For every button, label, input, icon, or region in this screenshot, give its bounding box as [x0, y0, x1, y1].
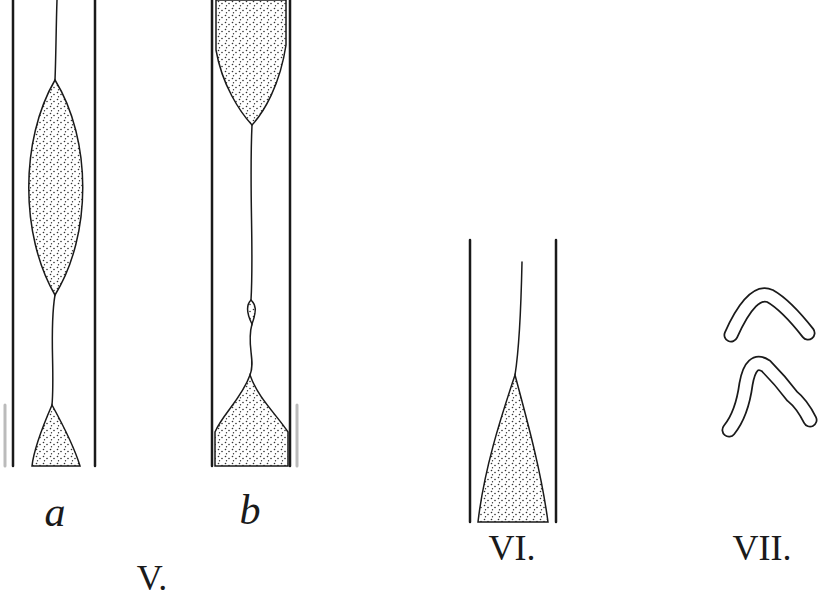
- figure-label: VI.: [489, 527, 536, 569]
- subfigure-letter: a: [45, 489, 66, 535]
- figure-label: V.: [137, 557, 167, 599]
- figure-label: b: [240, 486, 261, 534]
- bent-threads: [729, 295, 810, 430]
- figure-number: VII.: [733, 528, 792, 568]
- figure-number: VI.: [489, 528, 536, 568]
- figure-number: V.: [137, 558, 167, 598]
- tube-a: [5, 0, 95, 466]
- subfigure-letter: b: [240, 487, 261, 533]
- figure-label: VII.: [733, 527, 792, 569]
- tube-vi: [470, 240, 556, 522]
- tube-b: [212, 0, 297, 466]
- figure-label: a: [45, 488, 66, 536]
